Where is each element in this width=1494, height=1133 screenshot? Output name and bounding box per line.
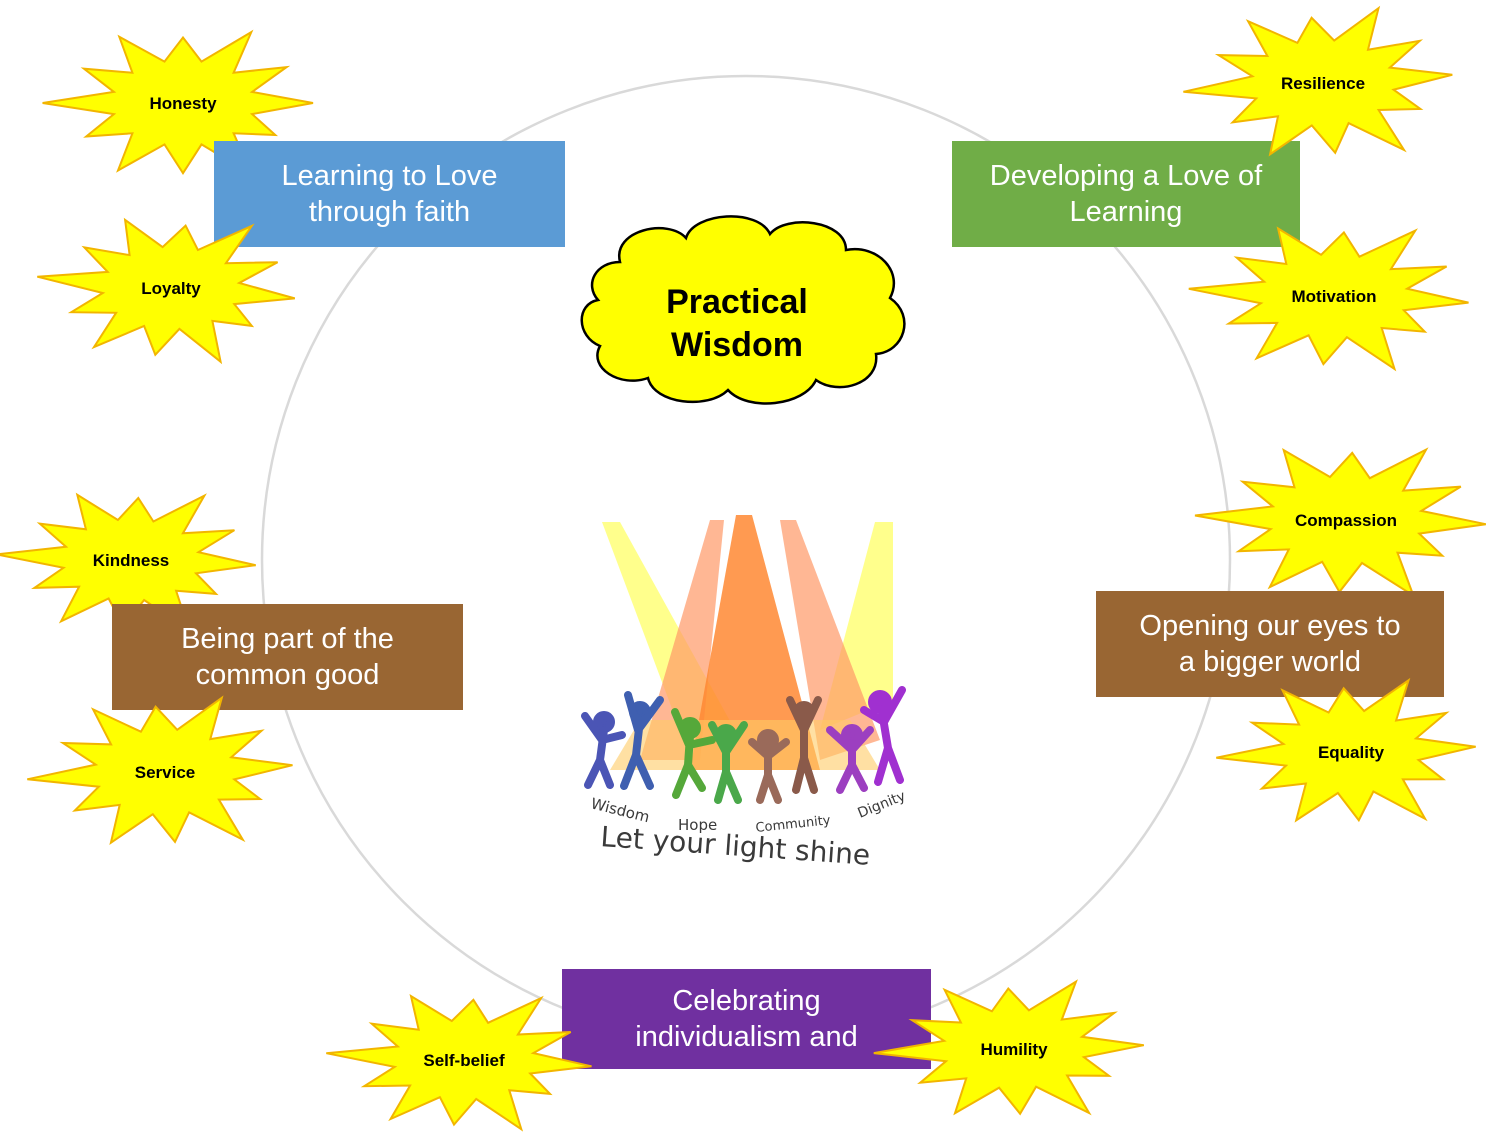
box-bigger-world-label: Opening our eyes to a bigger world <box>1139 610 1401 678</box>
box-common-good-label: Being part of the common good <box>181 623 394 691</box>
dancer-figures <box>581 686 906 804</box>
spotlight-dancers-logo: Wisdom Hope Community Dignity Let your l… <box>581 515 908 872</box>
logo-word-4: Dignity <box>856 788 908 822</box>
box-common-good: Being part of the common good <box>112 604 463 710</box>
burst-label-compassion: Compassion <box>1295 511 1397 530</box>
cloud-title-line1: Practical <box>666 283 808 321</box>
burst-label-kindness: Kindness <box>93 551 170 570</box>
box-bigger-world: Opening our eyes to a bigger world <box>1096 591 1444 697</box>
box-love-of-learning: Developing a Love of Learning <box>952 141 1300 247</box>
burst-compassion: Compassion <box>1194 447 1487 599</box>
practical-wisdom-cloud: Practical Wisdom <box>580 215 906 405</box>
burst-label-honesty: Honesty <box>149 94 217 113</box>
cloud-icon <box>580 215 906 405</box>
box-learning-to-love-label: Learning to Love through faith <box>281 160 498 228</box>
logo-word-2: Hope <box>678 816 717 834</box>
box-individualism-label: Celebrating individualism and <box>635 985 858 1053</box>
cloud-title-line2: Wisdom <box>671 326 803 364</box>
box-individualism: Celebrating individualism and <box>562 969 931 1069</box>
box-love-of-learning-label: Developing a Love of Learning <box>989 160 1263 228</box>
box-learning-to-love: Learning to Love through faith <box>214 141 565 247</box>
